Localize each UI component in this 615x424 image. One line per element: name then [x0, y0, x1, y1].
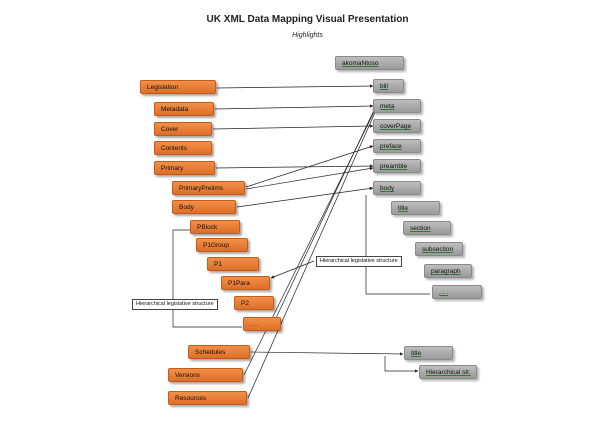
target-coverpage[interactable]: coverPage — [373, 119, 421, 133]
source-p1para[interactable]: P1Para — [221, 276, 270, 290]
target-preamble-label: preamble — [380, 163, 408, 170]
source-primary[interactable]: Primary — [154, 161, 215, 175]
target-subsection-label: subsection — [422, 246, 454, 253]
connector-schedules-hierstr — [384, 356, 419, 373]
target-coverpage-label: coverPage — [380, 123, 412, 130]
connector-legislation-bill — [216, 84, 374, 89]
target-paragraph-label: paragraph — [431, 268, 461, 275]
target-preamble[interactable]: preamble — [373, 159, 421, 173]
target-bill[interactable]: bill — [373, 79, 404, 93]
source-resources[interactable]: Resources — [168, 391, 247, 405]
source-pblock[interactable]: PBlock — [190, 220, 240, 234]
source-contents[interactable]: Contents — [154, 141, 212, 155]
connector-primary-preamble — [215, 164, 374, 169]
target-ellipsis-label: . . . — [439, 289, 449, 296]
connector-primaryprelims-preamble — [245, 166, 374, 190]
target-body-label: body — [380, 185, 395, 192]
target-bill-label: bill — [380, 83, 388, 90]
connector-primaryprelims-preface — [245, 145, 374, 188]
target-schedules-title[interactable]: title — [404, 346, 453, 360]
target-preface[interactable]: preface — [373, 139, 421, 153]
source-metadata[interactable]: Metadata — [154, 102, 214, 116]
target-section[interactable]: section — [403, 221, 451, 235]
connector-metadata-meta — [214, 104, 374, 110]
target-schedules-title-label: title — [411, 350, 422, 357]
target-subsection[interactable]: subsection — [415, 242, 463, 256]
page-title: UK XML Data Mapping Visual Presentation — [206, 14, 409, 25]
target-body[interactable]: body — [373, 181, 421, 195]
annotation-right-hierarchy: Hierarchical legislative structure — [316, 256, 402, 267]
bracket-right-structure — [365, 195, 430, 295]
target-akomantoso[interactable]: akomaNtoso — [335, 56, 404, 70]
source-body[interactable]: Body — [172, 200, 236, 214]
target-akomantoso-label: akomaNtoso — [342, 60, 379, 67]
target-preface-label: preface — [380, 143, 402, 150]
source-p1[interactable]: P1 — [207, 257, 259, 271]
connector-right-label — [270, 260, 315, 279]
page-subtitle: Highlights — [292, 32, 323, 39]
connector-resources-meta — [247, 107, 378, 399]
source-legislation[interactable]: Legislation — [140, 80, 216, 94]
target-paragraph[interactable]: paragraph — [424, 264, 472, 278]
source-cover[interactable]: Cover — [154, 122, 212, 136]
target-hierarchical-str[interactable]: Hierarchical str. — [419, 365, 477, 379]
connector-schedules-title — [250, 351, 404, 356]
connector-body-body — [236, 186, 374, 208]
source-versions[interactable]: Versions — [168, 368, 243, 382]
target-title[interactable]: title — [391, 201, 440, 215]
connector-cover-coverpage — [212, 124, 374, 130]
source-schedules[interactable]: Schedules — [188, 345, 250, 359]
target-ellipsis[interactable]: . . . — [432, 285, 482, 299]
bracket-left-structure — [172, 229, 242, 328]
source-p1group[interactable]: P1Group — [196, 238, 248, 252]
source-ellipsis[interactable]: . . . — [243, 317, 281, 331]
target-meta-label: meta — [380, 103, 395, 110]
annotation-left-hierarchy: Hierarchical legislative structure — [132, 299, 218, 310]
target-title-label: title — [398, 205, 409, 212]
source-primaryprelims[interactable]: PrimaryPrelims — [172, 181, 245, 195]
target-section-label: section — [410, 225, 431, 232]
connector-versions-meta — [243, 107, 377, 376]
target-hierarchical-str-label: Hierarchical str. — [426, 369, 471, 376]
source-p2[interactable]: P2 — [234, 296, 274, 310]
target-meta[interactable]: meta — [373, 99, 421, 113]
